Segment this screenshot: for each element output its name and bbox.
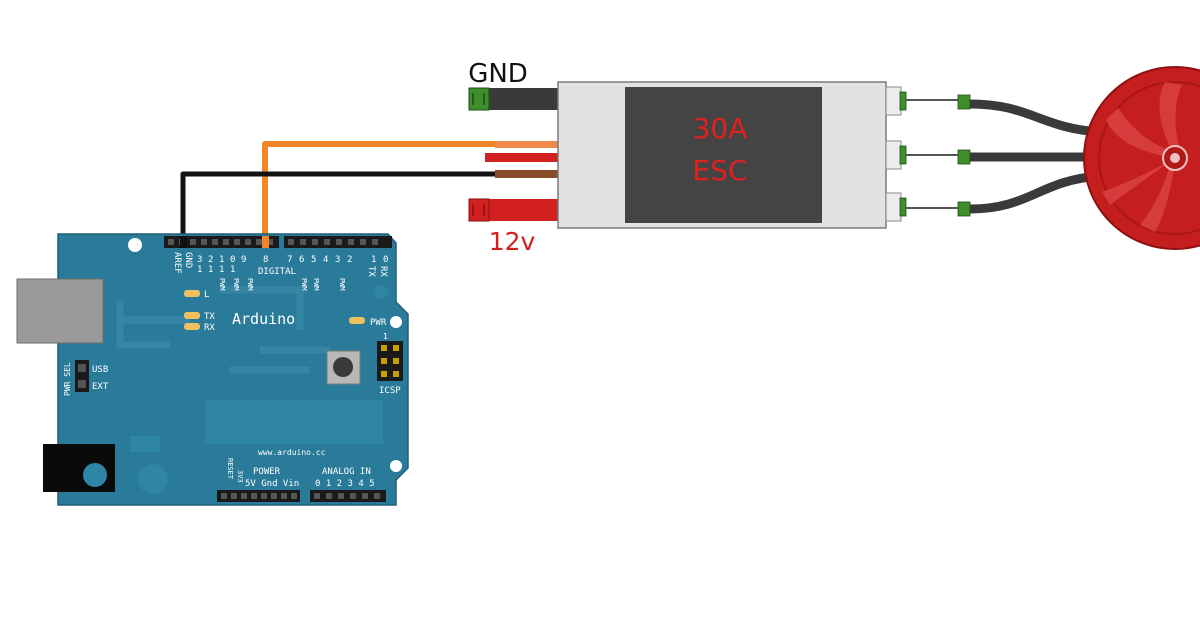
gnd-wire-plug: [180, 236, 187, 248]
esc-module: 30A ESC: [468, 81, 907, 229]
ext-label: EXT: [92, 382, 109, 392]
pin-label-aref: AREF: [172, 252, 182, 274]
capacitor: [83, 463, 107, 487]
reset-pin-label: RESET: [226, 458, 234, 480]
esc-label-panel: [625, 87, 822, 223]
analog-pins-label: 0 1 2 3 4 5: [315, 479, 375, 489]
usb-connector: [16, 278, 104, 344]
svg-text:0: 0: [230, 255, 235, 265]
gnd-lead: [486, 88, 562, 110]
capacitor: [138, 464, 168, 494]
arduino-url: www.arduino.cc: [258, 448, 326, 457]
svg-text:8: 8: [263, 255, 268, 265]
svg-text:1: 1: [219, 265, 224, 275]
motor-wires: [906, 94, 1105, 217]
mount-hole: [374, 285, 388, 299]
svg-text:1: 1: [219, 255, 224, 265]
led-pwr-label: PWR: [370, 318, 387, 328]
svg-text:9: 9: [241, 255, 246, 265]
svg-text:PWM: PWM: [338, 278, 346, 291]
led-l-label: L: [204, 290, 209, 300]
led-pwr: [349, 317, 365, 324]
svg-text:PWM: PWM: [300, 278, 308, 291]
svg-text:1: 1: [230, 265, 235, 275]
power-pins-label: 5V Gnd Vin: [245, 479, 299, 489]
svg-text:0: 0: [383, 255, 388, 265]
arduino-board: AREF GND 3 2 1 0 1 1 1 1 9 8 7 6 5 4 3 2…: [16, 233, 409, 506]
digital-header: [164, 236, 392, 248]
mount-hole: [390, 460, 402, 472]
led-tx: [184, 312, 200, 319]
svg-text:4: 4: [323, 255, 328, 265]
svg-text:2: 2: [347, 255, 352, 265]
ground-wire: [180, 171, 500, 243]
pin-label-gnd: GND: [183, 252, 193, 268]
svg-text:6: 6: [299, 255, 304, 265]
signal-wire-plug: [262, 236, 269, 248]
v12-label: 12v: [489, 227, 536, 256]
svg-text:PWM: PWM: [232, 278, 240, 291]
led-rx: [184, 323, 200, 330]
pin-numbers-low: 7 6 5 4 3 2 1 0 TX RX: [287, 255, 388, 277]
power-header: [217, 490, 300, 502]
svg-text:PWM: PWM: [218, 278, 226, 291]
esc-brown-lead: [495, 170, 560, 178]
svg-text:PWM: PWM: [312, 278, 320, 291]
signal-wire: [262, 141, 500, 243]
esc-output-terminals: [885, 86, 902, 222]
mount-hole: [128, 238, 142, 252]
svg-text:7: 7: [287, 255, 292, 265]
board-traces: [116, 286, 330, 374]
analog-in-label: ANALOG IN: [322, 467, 371, 477]
pwr-sel-label: PWR SEL: [63, 362, 72, 396]
pin-label-tx: TX: [366, 266, 376, 277]
icsp-pin1-label: 1: [383, 332, 388, 341]
svg-text:PWM: PWM: [246, 278, 254, 291]
mount-hole: [390, 316, 402, 328]
icsp-header: [377, 341, 403, 381]
led-rx-label: RX: [204, 323, 215, 333]
motor-spokes: [1102, 82, 1182, 232]
svg-text:3: 3: [197, 255, 202, 265]
gnd-label: GND: [468, 59, 528, 89]
pin-numbers-high: 3 2 1 0 1 1 1 1 9 8: [197, 255, 268, 275]
digital-label: DIGITAL: [258, 267, 296, 277]
v3-pin-label: 3V3: [236, 470, 244, 483]
svg-text:2: 2: [208, 255, 213, 265]
status-leds: [184, 290, 365, 330]
v12-lead: [486, 199, 562, 221]
pin-label-rx: RX: [378, 266, 388, 277]
pwm-labels: PWM PWM PWM PWM PWM PWM: [218, 278, 346, 291]
pwr-sel-jumper: [75, 360, 89, 392]
esc-rating-text: 30A: [693, 112, 748, 145]
svg-text:1: 1: [371, 255, 376, 265]
v12-connector: [468, 198, 490, 222]
svg-text:1: 1: [197, 265, 202, 275]
analog-header: [310, 490, 386, 502]
power-label: POWER: [253, 467, 281, 477]
icsp-label: ICSP: [379, 386, 401, 396]
svg-text:3: 3: [335, 255, 340, 265]
reset-button: [326, 350, 361, 385]
esc-name-text: ESC: [692, 154, 747, 187]
svg-text:1: 1: [208, 265, 213, 275]
brushless-motor: [1083, 66, 1200, 250]
usb-label: USB: [92, 365, 108, 375]
gnd-connector: [468, 87, 490, 111]
chip-area: [205, 400, 383, 444]
led-l: [184, 290, 200, 297]
arduino-brand: Arduino: [232, 310, 295, 328]
esc-red-lead: [485, 153, 560, 162]
svg-text:5: 5: [311, 255, 316, 265]
esc-signal-lead: [495, 141, 560, 148]
led-tx-label: TX: [204, 312, 215, 322]
